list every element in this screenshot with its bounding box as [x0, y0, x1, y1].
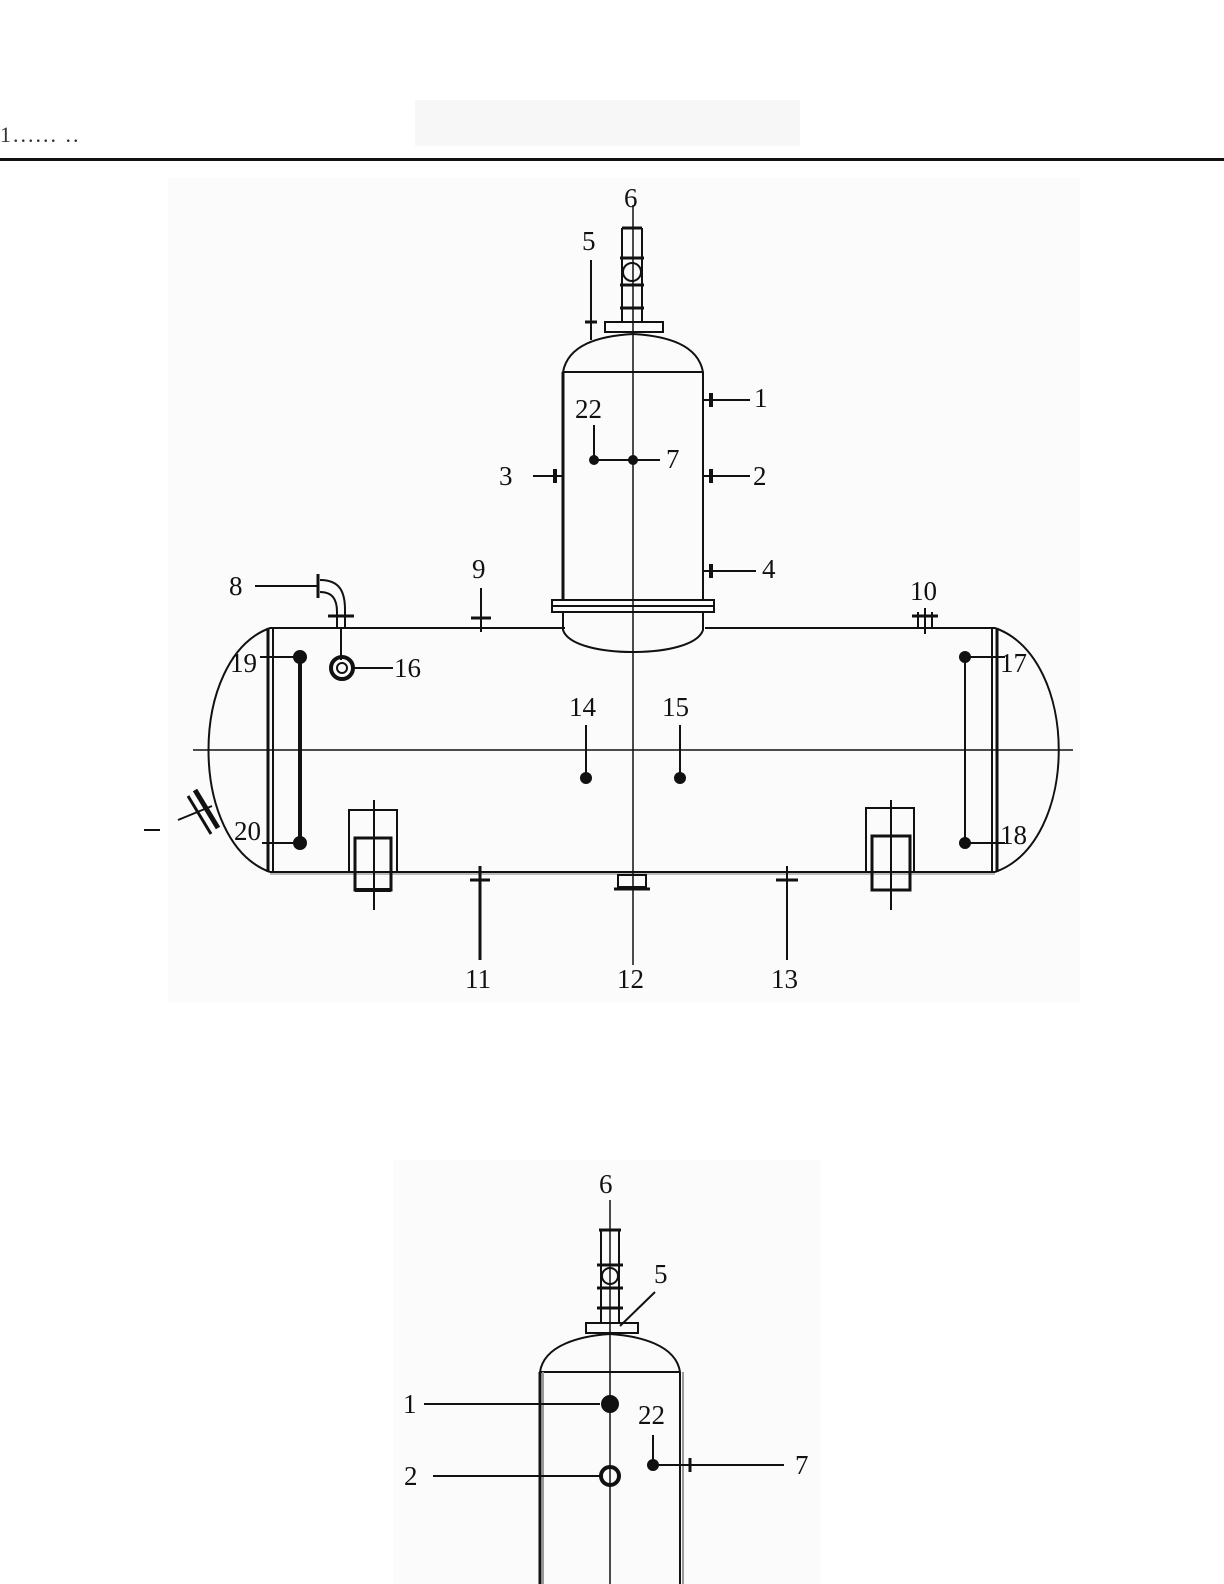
- label-13: 13: [771, 964, 798, 994]
- nozzle-8-elbow: [255, 574, 393, 681]
- label-2: 2: [753, 461, 767, 491]
- label-b-1: 1: [403, 1389, 417, 1419]
- header-text: 1...... ..: [0, 122, 81, 147]
- figure-a-labels: 6 5 1 22 7 3 2 4 8 9 10 19 16 17 14 15 2…: [229, 183, 1027, 994]
- label-16: 16: [394, 653, 421, 683]
- label-5: 5: [582, 226, 596, 256]
- label-7: 7: [666, 444, 680, 474]
- label-b-7: 7: [795, 1450, 809, 1480]
- label-b-5: 5: [654, 1259, 668, 1289]
- label-b-6: 6: [599, 1169, 613, 1199]
- label-17: 17: [1000, 648, 1027, 678]
- label-11: 11: [465, 964, 491, 994]
- header-rule: [0, 158, 1224, 161]
- figure-a: [144, 205, 1073, 965]
- header-blurred-title: [415, 100, 800, 146]
- figure-b-labels: 6 5 1 22 2 7: [403, 1169, 809, 1491]
- label-8: 8: [229, 571, 243, 601]
- label-9: 9: [472, 554, 486, 584]
- label-6: 6: [624, 183, 638, 213]
- label-10: 10: [910, 576, 937, 606]
- probes-14-15: [580, 725, 686, 784]
- label-20: 20: [234, 816, 261, 846]
- label-4: 4: [762, 554, 776, 584]
- label-b-22: 22: [638, 1400, 665, 1430]
- label-15: 15: [662, 692, 689, 722]
- level-gauges: [260, 650, 1005, 850]
- label-22: 22: [575, 394, 602, 424]
- bottom-nozzles: [470, 866, 798, 960]
- figure-a-background: [168, 178, 1080, 1003]
- label-19: 19: [230, 648, 257, 678]
- figure-b: [424, 1200, 784, 1584]
- saddle-supports: [348, 800, 915, 910]
- top-nozzles: [471, 588, 938, 634]
- label-12: 12: [617, 964, 644, 994]
- label-18: 18: [1000, 820, 1027, 850]
- label-1: 1: [754, 383, 768, 413]
- vertical-dome: [551, 205, 715, 965]
- left-head-manway: [144, 788, 221, 835]
- label-14: 14: [569, 692, 597, 722]
- label-b-2: 2: [404, 1461, 418, 1491]
- label-3: 3: [499, 461, 513, 491]
- dome-nozzles: [533, 393, 756, 578]
